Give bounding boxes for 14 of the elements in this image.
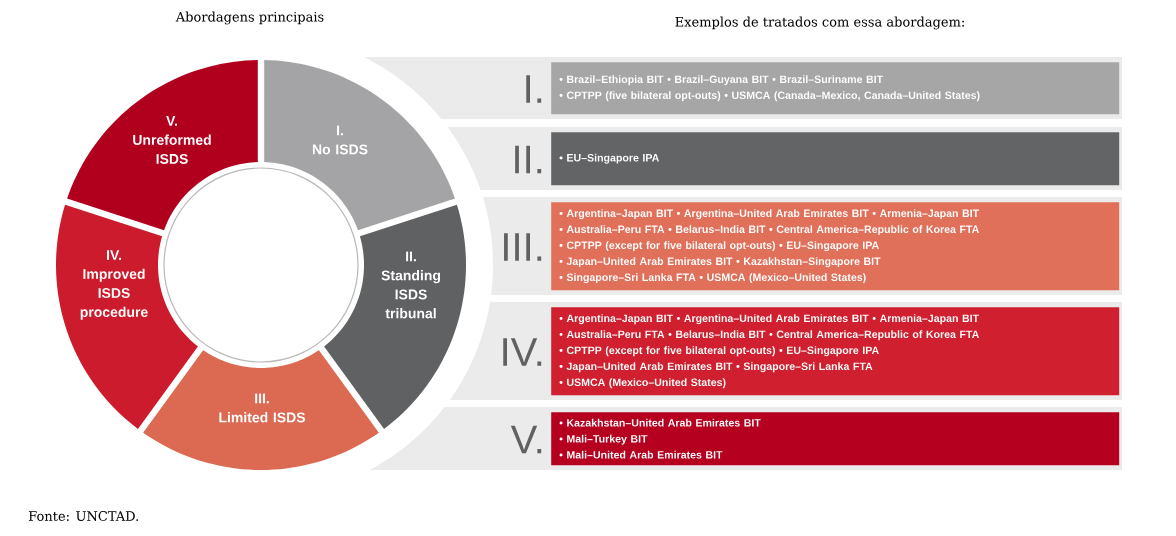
donut-segment: IV. Improved ISDS procedure (56, 204, 198, 429)
treaty-list-box: • Brazil–Ethiopia BIT • Brazil–Guyana BIT • Brazil–Suriname BIT • CPTPP (five bilateral opt-outs) • USMCA (Canada–Mexico, Canada–United States) (551, 62, 1120, 115)
treaty-list-box: • Kazakhstan–United Arab Emirates BIT • Mali–Turkey BIT • Mali–United Arab Emirates BIT (551, 412, 1120, 466)
donut-segment: I. No ISDS (264, 60, 455, 231)
donut-segment: II. Standing ISDS tribunal (324, 204, 466, 429)
donut-segment: III. Limited ISDS (143, 350, 379, 470)
heading: Exemplos de tratados com essa abordagem: (675, 16, 964, 30)
inner-circle (163, 167, 359, 363)
source-note: Fonte: UNCTAD. (28, 511, 139, 521)
treaty-list-box: • Argentina–Japan BIT • Argentina–United Arab Emirates BIT • Armenia–Japan BIT • Australia–Peru FTA • Belarus–India BIT • Central America–Republic of Korea FTA • CPTPP (except for five bilateral opt-outs) • EU–Singapore IPA • Japan–United Arab Emirates BIT • Kazakhstan–Singapore BIT • Singapore–Sri Lanka FTA • USMCA (Mexico–United States) (551, 202, 1120, 291)
heading: Abordagens principais (175, 11, 324, 25)
treaty-list-box: • EU–Singapore IPA (551, 132, 1120, 186)
treaty-list-box: • Argentina–Japan BIT • Argentina–United Arab Emirates BIT • Armenia–Japan BIT • Australia–Peru FTA • Belarus–India BIT • Central America–Republic of Korea FTA • CPTPP (except for five bilateral opt-outs) • EU–Singapore IPA • Japan–United Arab Emirates BIT • Singapore–Sri Lanka FTA • USMCA (Mexico–United States) (551, 307, 1120, 396)
donut-segment: V. Unreformed ISDS (67, 60, 258, 231)
